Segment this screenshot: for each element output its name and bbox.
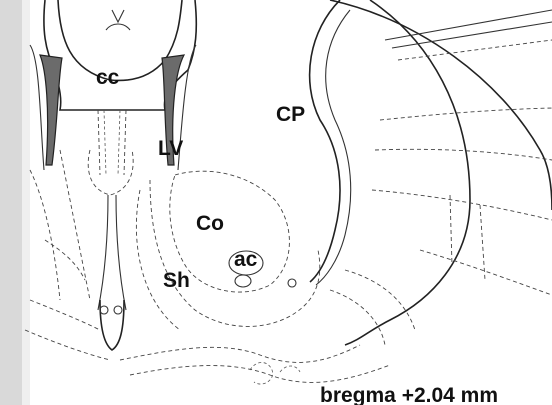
label-co: Co — [196, 212, 224, 235]
label-sh: Sh — [163, 269, 190, 292]
label-cc: cc — [96, 66, 120, 89]
caudate-putamen-outline — [310, 0, 340, 282]
bregma-caption: bregma +2.04 mm — [320, 384, 498, 405]
label-lv: LV — [158, 137, 183, 160]
left-lateral-ventricle — [40, 55, 62, 165]
left-margin-shade — [0, 0, 22, 405]
outer-cortex-outline — [330, 0, 552, 210]
label-ac: ac — [234, 248, 258, 271]
label-cp: CP — [276, 103, 305, 126]
